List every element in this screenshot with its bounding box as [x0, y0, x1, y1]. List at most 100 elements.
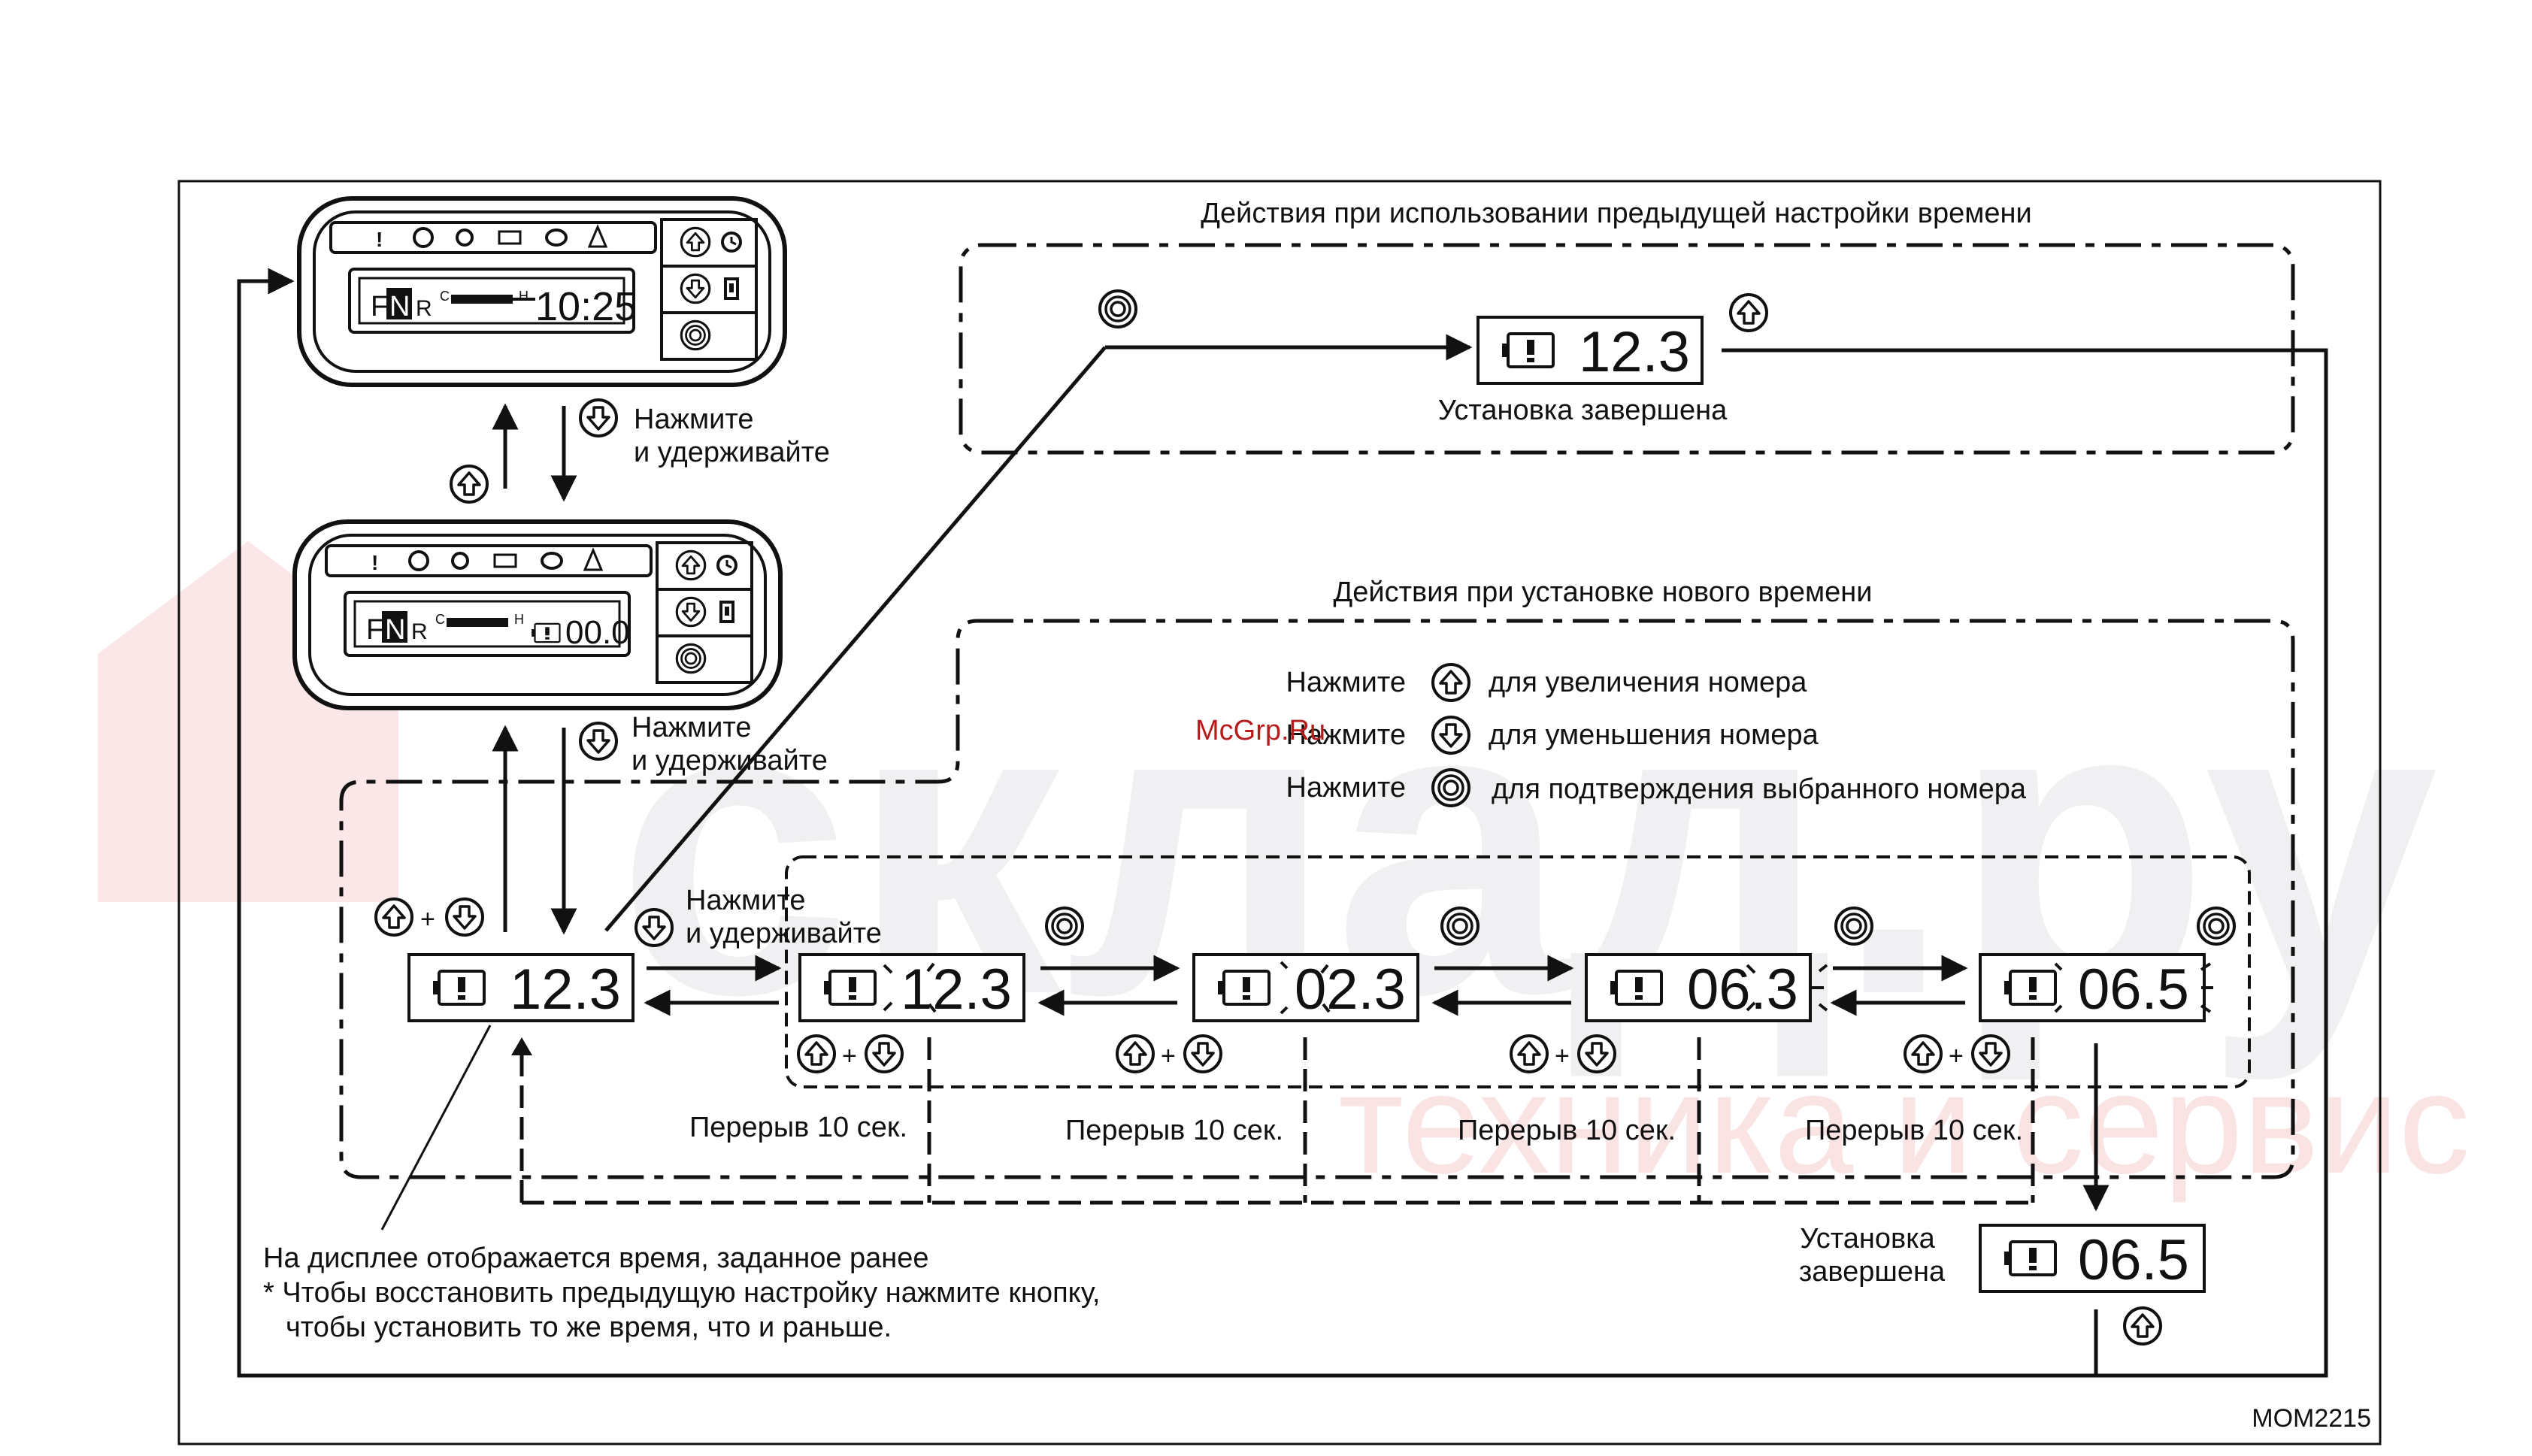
gear-n-label: N [389, 291, 410, 322]
clock-icon [721, 232, 742, 253]
gear-n-label: N [385, 614, 405, 646]
press-hold-label: и удерживайте [634, 437, 830, 468]
svg-text:+: + [1161, 1042, 1176, 1070]
legend-press-label: Нажмите [1286, 719, 1406, 751]
up-button-icon[interactable] [675, 549, 707, 581]
confirm-button-icon[interactable] [1098, 289, 1137, 328]
down-button-icon [1431, 716, 1470, 755]
temp-h-label: H [519, 289, 529, 304]
set-done-label: завершена [1799, 1256, 1946, 1288]
return-loop-line [237, 268, 2328, 1378]
display-value: 12.3 [901, 958, 1012, 1022]
gear-f-label: F [366, 614, 383, 646]
control-panel-top: ! F N R C H 10:25 [297, 196, 787, 387]
temp-c-label: C [435, 612, 445, 627]
press-hold-label: Нажмите [631, 712, 751, 743]
up-down-pair: + [1510, 1034, 1616, 1073]
down-button-icon[interactable] [579, 398, 618, 437]
display-prev-set: 12.3 [1476, 316, 1704, 385]
press-hold-label: и удерживайте [686, 918, 882, 949]
down-button-icon[interactable] [579, 722, 618, 761]
up-button-icon[interactable] [1729, 293, 1768, 332]
svg-text:+: + [1949, 1042, 1964, 1070]
new-time-region [339, 619, 2295, 1179]
confirm-button-icon[interactable] [675, 643, 707, 674]
svg-text:+: + [1555, 1042, 1570, 1070]
legend-press-label: Нажмите [1286, 772, 1406, 804]
set-done-label: Установка [1800, 1223, 1935, 1255]
up-button-icon[interactable] [680, 226, 711, 258]
up-button-icon[interactable] [374, 898, 413, 937]
press-hold-label: Нажмите [634, 404, 753, 435]
down-button-icon[interactable] [675, 596, 707, 628]
up-down-pair: + [1116, 1034, 1222, 1073]
display-value: 06.3 [1687, 958, 1798, 1022]
timeout-lines [519, 1037, 2035, 1205]
confirm-button-icon[interactable] [2197, 907, 2236, 946]
confirm-button-icon[interactable] [1834, 907, 1873, 946]
down-button-icon[interactable] [635, 908, 674, 947]
display-value: 12.3 [510, 958, 621, 1022]
legend-up-text: для увеличения номера [1489, 667, 1807, 698]
up-button-icon [1431, 663, 1470, 702]
up-button-icon[interactable] [450, 465, 489, 504]
note-line-3: чтобы установить то же время, что и рань… [286, 1312, 892, 1343]
break-label: Перерыв 10 сек. [1458, 1115, 1676, 1146]
display-final: 06.5 [1979, 1224, 2206, 1293]
display-step4: 06.5 [1979, 953, 2213, 1022]
note-pointer [380, 1025, 492, 1230]
down-button-icon[interactable] [680, 273, 711, 304]
temp-c-label: C [440, 289, 450, 304]
up-down-pair: + [1904, 1034, 2010, 1073]
confirm-button-icon [1431, 768, 1470, 807]
note-line-2: * Чтобы восстановить предыдущую настройк… [263, 1277, 1100, 1309]
timeout-arrowhead [511, 1037, 532, 1055]
display-step3: 06.3 [1585, 953, 1828, 1022]
hour-icon [719, 601, 734, 623]
battery-warning-icon [530, 622, 561, 643]
header-prev-setting: Действия при использовании предыдущей на… [1201, 198, 2031, 229]
set-done-label: Установка завершена [1438, 395, 1728, 426]
clock-icon [716, 555, 737, 576]
display-value: 06.5 [2078, 1228, 2189, 1292]
display-value: 06.5 [2078, 958, 2189, 1022]
display-start: 12.3 [407, 953, 635, 1022]
header-new-time: Действия при установке нового времени [1334, 577, 1873, 608]
legend-down-text: для уменьшения номера [1489, 719, 1819, 751]
break-label: Перерыв 10 сек. [689, 1112, 907, 1143]
press-hold-label: и удерживайте [631, 745, 828, 776]
legend-confirm-text: для подтверждения выбранного номера [1492, 773, 2027, 805]
svg-text:!: ! [371, 551, 378, 574]
note-line-1: На дисплее отображается время, заданное … [263, 1243, 929, 1274]
steps-region [785, 855, 2251, 1088]
confirm-button-icon[interactable] [680, 319, 711, 351]
display-step1: 12.3 [798, 953, 1025, 1022]
control-panel-middle: ! F N R C H 00.0 [292, 519, 783, 710]
down-button-icon[interactable] [445, 898, 484, 937]
figure-frame [177, 180, 2382, 1445]
press-hold-label: Нажмите [686, 885, 805, 916]
up-down-pair: + [797, 1034, 904, 1073]
gear-r-label: R [416, 296, 432, 321]
clock-readout: 10:25 [535, 284, 637, 329]
break-label: Перерыв 10 сек. [1805, 1115, 2023, 1146]
temp-h-label: H [514, 612, 524, 627]
gear-r-label: R [411, 619, 428, 644]
confirm-button-icon[interactable] [1045, 907, 1084, 946]
plus-sign: + [420, 905, 435, 934]
panel-value-readout: 00.0 [565, 614, 630, 651]
display-value: 02.3 [1295, 958, 1406, 1022]
legend-press-label: Нажмите [1286, 667, 1406, 698]
watermark-tag: McGrp.Ru [1195, 715, 1325, 746]
svg-text:!: ! [376, 228, 383, 251]
svg-text:+: + [842, 1042, 857, 1070]
connector-line [604, 346, 1107, 932]
gear-f-label: F [371, 291, 388, 322]
up-button-icon[interactable] [2123, 1306, 2162, 1346]
display-step2: 02.3 [1192, 953, 1419, 1022]
legend: Нажмите для увеличения номера Нажмите дл… [1286, 663, 2027, 807]
hour-icon [724, 277, 739, 300]
figure-code: MOM2215 [2252, 1404, 2371, 1433]
confirm-button-icon[interactable] [1440, 907, 1480, 946]
